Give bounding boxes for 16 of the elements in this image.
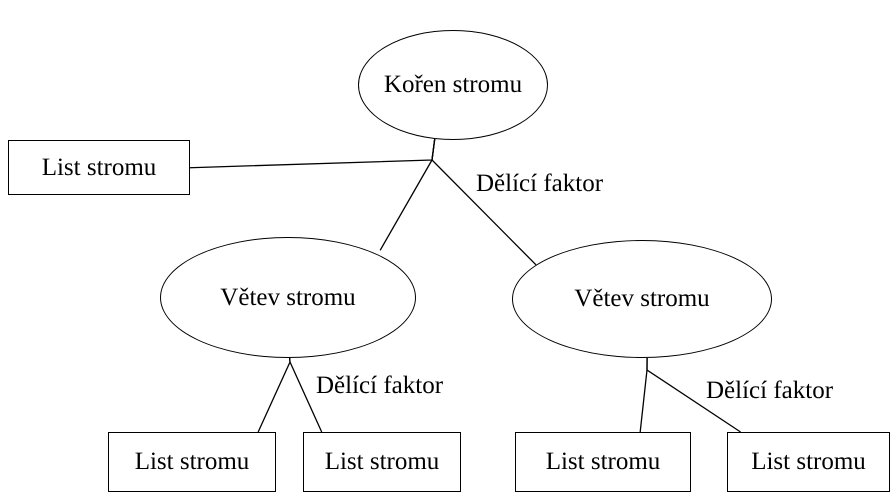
node-label: List stromu	[42, 154, 156, 182]
leaf-box	[727, 432, 890, 492]
node-label: List stromu	[324, 448, 440, 476]
leaf-box	[8, 140, 190, 195]
node-label: Kořen stromu	[384, 71, 522, 99]
node-label: List stromu	[546, 448, 660, 476]
node-label: Větev stromu	[220, 284, 356, 312]
connector-line	[289, 358, 322, 432]
leaf-box	[303, 432, 461, 492]
node-label: Větev stromu	[574, 285, 710, 313]
node-label: List stromu	[134, 448, 250, 476]
leaf-box	[515, 432, 691, 492]
connector-line	[431, 138, 536, 266]
connector-line	[646, 358, 741, 433]
leaf-box	[108, 432, 276, 492]
node-label: List stromu	[751, 448, 866, 476]
